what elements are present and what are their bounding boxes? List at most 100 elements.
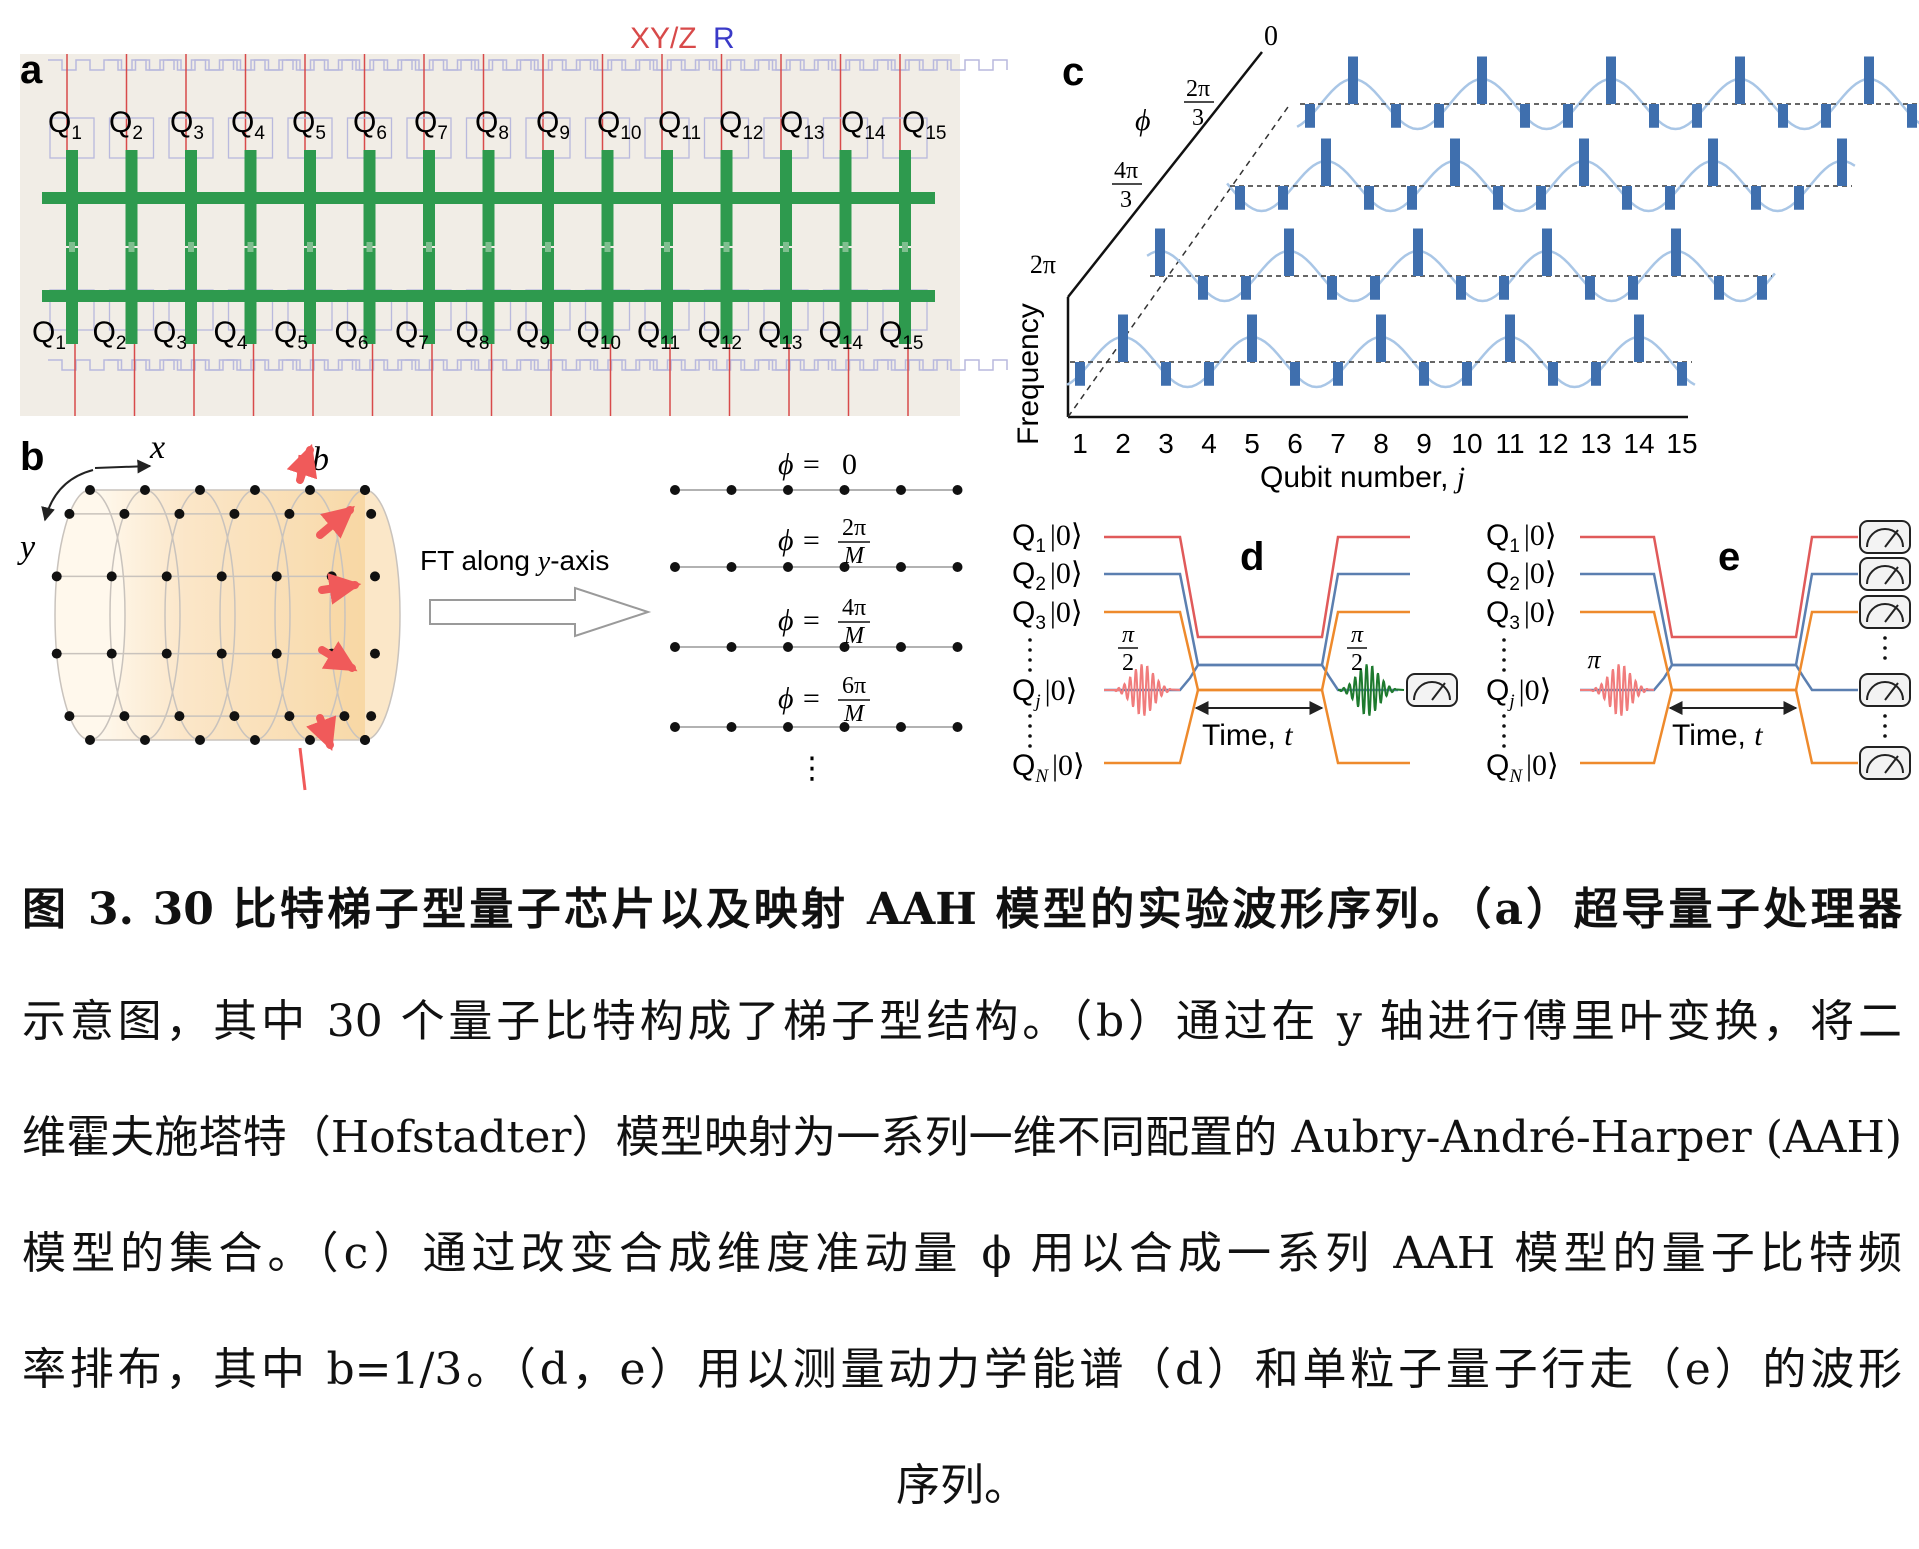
rung-coupler [128, 242, 135, 252]
qubit-index: 9 [539, 333, 550, 354]
lattice-site [85, 735, 95, 745]
rung-coupler [485, 242, 492, 252]
e-measurement-meter-icon [1859, 673, 1911, 707]
qubit-tick-label: 8 [1373, 428, 1389, 459]
qubit-tick-label: 15 [1666, 428, 1697, 459]
caption-line-1: 图 3. 30 比特梯子型量子芯片以及映射 AAH 模型的实验波形序列。（a）超… [22, 884, 1902, 935]
rung-coupler [188, 242, 194, 252]
lattice-site-edge [369, 571, 380, 582]
e-measurement-meter-icon [1859, 595, 1911, 629]
lattice-site [250, 735, 260, 745]
lattice-cylinder [51, 485, 401, 745]
qubit-index: 6 [358, 333, 369, 354]
caption-line-6: 序列。 [896, 1460, 1028, 1511]
qubit-index: 12 [742, 123, 763, 144]
qubit-frequency-bar [1327, 276, 1337, 300]
qubit-index: 1 [55, 333, 66, 354]
qubit-frequency-bar [1671, 228, 1681, 276]
qubit-frequency-bar [1634, 314, 1644, 362]
qubit-frequency-bar [1864, 56, 1874, 104]
cross-vertical-arm [899, 248, 911, 344]
chain-site [783, 722, 793, 732]
qubit-cross-bottom [161, 248, 221, 344]
cross-vertical-arm [125, 248, 138, 344]
qubit-frequency-bar [1677, 362, 1687, 386]
lattice-site [85, 485, 95, 495]
d-pulse-out-label: π 2 [1347, 622, 1367, 676]
d-label-q3: Q3|0⟩ [1012, 596, 1083, 634]
lattice-site [305, 735, 315, 745]
lattice-site-edge [369, 648, 380, 659]
qubit-index: 5 [315, 123, 326, 144]
qubit-frequency-bar [1622, 186, 1632, 210]
qubit-tick-label: 3 [1158, 428, 1174, 459]
qubit-label-top: Q5 [292, 106, 326, 144]
qubit-cross-top [518, 150, 578, 246]
chain-site [726, 642, 737, 652]
qubit-label-top: Q2 [109, 106, 143, 144]
qubit-label-top: Q3 [170, 106, 204, 144]
lattice-site-edge [366, 508, 377, 519]
lattice-site [250, 485, 260, 495]
lattice-site [51, 648, 62, 659]
qubit-letter: Q [577, 316, 600, 349]
qubit-label-bottom: Q15 [879, 316, 923, 354]
qubit-tick-label: 13 [1580, 428, 1611, 459]
qubit-cross-bottom [399, 248, 459, 344]
vertical-ellipsis: ⋮ [797, 752, 827, 785]
meter-needle [1884, 682, 1899, 701]
cross-vertical-arm [125, 150, 138, 246]
qubit-frequency-bar [1665, 186, 1675, 210]
qubit-frequency-bar [1321, 138, 1331, 186]
qubit-label-bottom: Q12 [698, 316, 742, 354]
meter-dial [1866, 681, 1904, 701]
qubit-cross-bottom [637, 248, 697, 344]
lattice-site [64, 711, 75, 722]
qubit-cross-bottom [518, 248, 578, 344]
qubit-tick-label: 11 [1495, 428, 1524, 459]
qubit-tick-label: 9 [1416, 428, 1432, 459]
lattice-site [271, 648, 282, 659]
e-meter-dots [1883, 636, 1887, 738]
qubit-index: 2 [132, 123, 143, 144]
qubit-cross-top [101, 150, 162, 246]
lattice-site-edge [366, 711, 377, 722]
qubit-label-top: Q7 [414, 106, 448, 144]
qubit-frequency-bar [1376, 314, 1386, 362]
qubit-index: 10 [600, 333, 621, 354]
rung-coupler [307, 242, 313, 252]
e-label-qn: QN|0⟩ [1486, 749, 1559, 787]
phi-row-1-den: M [843, 543, 866, 569]
layer-phi-2pi [1066, 314, 1696, 389]
chain-site [726, 562, 737, 572]
qubit-letter: Q [335, 316, 358, 349]
qubit-letter: Q [32, 316, 55, 349]
qubit-tick-label: 4 [1201, 428, 1217, 459]
cross-vertical-arm [185, 150, 197, 246]
d-time-label: Time, t [1202, 719, 1293, 752]
cross-vertical-arm [839, 248, 852, 344]
qubit-letter: Q [475, 106, 498, 139]
qubit-index: 13 [803, 123, 824, 144]
e-label-q2: Q2|0⟩ [1486, 557, 1557, 595]
qubit-label-bottom: Q10 [577, 316, 621, 354]
qubit-label-top: Q14 [841, 106, 886, 144]
lattice-site [161, 571, 172, 582]
rung-coupler [604, 242, 611, 252]
qubit-tick-label: 6 [1287, 428, 1303, 459]
qubit-label-bottom: Q7 [395, 316, 429, 354]
phi-tick-1: 2π 3 [1184, 76, 1214, 131]
xyz-line-legend: XY/Z [630, 22, 697, 55]
layer-phi-0 [1296, 56, 1919, 131]
qubit-frequency-bar [1536, 186, 1546, 210]
e-label-q1: Q1|0⟩ [1486, 519, 1557, 557]
chain-site [839, 485, 850, 495]
qubit-index: 7 [418, 333, 429, 354]
phi-row-3-den: M [843, 701, 866, 727]
d-dotted-ellipsis [1028, 638, 1032, 748]
one-dimensional-chains [670, 485, 963, 732]
qubit-frequency-bar [1278, 186, 1288, 210]
qubit-frequency-bar [1456, 276, 1466, 300]
